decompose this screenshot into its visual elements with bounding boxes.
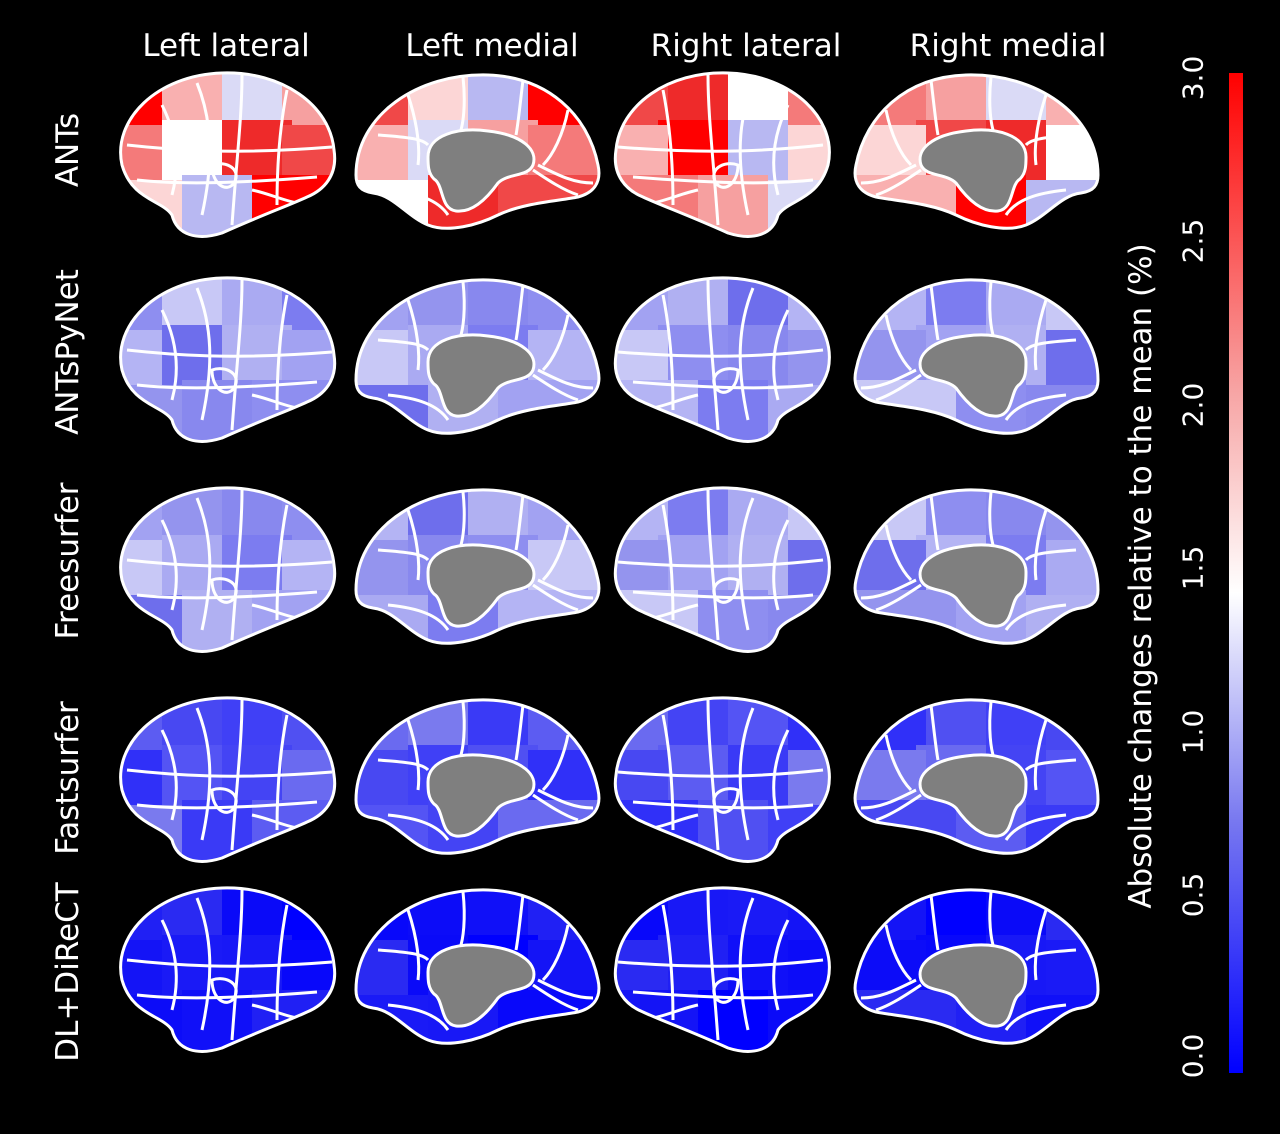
brain-surface-fastsurfer-right-lateral bbox=[613, 696, 831, 863]
colorbar-tick: 0.0 bbox=[1176, 1033, 1210, 1079]
brain-surface-dl-direct-right-lateral bbox=[613, 886, 831, 1053]
colorbar-tick: 2.5 bbox=[1176, 218, 1210, 264]
brain-surface-fastsurfer-left-lateral bbox=[119, 696, 337, 863]
column-title-left-lateral: Left lateral bbox=[142, 28, 310, 64]
brain-surface-ants-right-lateral bbox=[613, 71, 831, 238]
colorbar-tick: 1.5 bbox=[1176, 545, 1210, 591]
colorbar bbox=[1229, 73, 1243, 1073]
column-title-left-medial: Left medial bbox=[405, 28, 579, 64]
brain-surface-ants-left-medial bbox=[354, 73, 601, 230]
colorbar-title: Absolute changes relative to the mean (%… bbox=[1123, 243, 1159, 909]
colorbar-tick: 2.0 bbox=[1176, 382, 1210, 428]
brain-surface-fastsurfer-left-medial bbox=[354, 698, 601, 855]
brain-surface-grid bbox=[119, 71, 1100, 1053]
colorbar-tick: 1.0 bbox=[1176, 709, 1210, 755]
brain-surface-dl-direct-left-medial bbox=[354, 888, 601, 1045]
brain-surface-dl-direct-left-lateral bbox=[119, 886, 337, 1053]
colorbar-tick: 3.0 bbox=[1176, 55, 1210, 101]
brain-surface-fastsurfer-right-medial bbox=[853, 698, 1100, 855]
brain-surface-ants-left-lateral bbox=[119, 71, 337, 238]
column-title-right-medial: Right medial bbox=[909, 28, 1107, 64]
brain-surface-freesurfer-right-medial bbox=[853, 488, 1100, 645]
brain-surface-antspynet-right-lateral bbox=[613, 276, 831, 443]
brain-surface-freesurfer-right-lateral bbox=[613, 486, 831, 653]
brain-surface-antspynet-left-medial bbox=[354, 278, 601, 435]
brain-surface-ants-right-medial bbox=[853, 73, 1100, 230]
brain-surface-antspynet-right-medial bbox=[853, 278, 1100, 435]
brain-surface-freesurfer-left-medial bbox=[354, 488, 601, 645]
brain-surface-freesurfer-left-lateral bbox=[119, 486, 337, 653]
brain-surface-antspynet-left-lateral bbox=[119, 276, 337, 443]
colorbar-tick: 0.5 bbox=[1176, 872, 1210, 918]
column-title-right-lateral: Right lateral bbox=[650, 28, 842, 64]
brain-surface-dl-direct-right-medial bbox=[853, 888, 1100, 1045]
